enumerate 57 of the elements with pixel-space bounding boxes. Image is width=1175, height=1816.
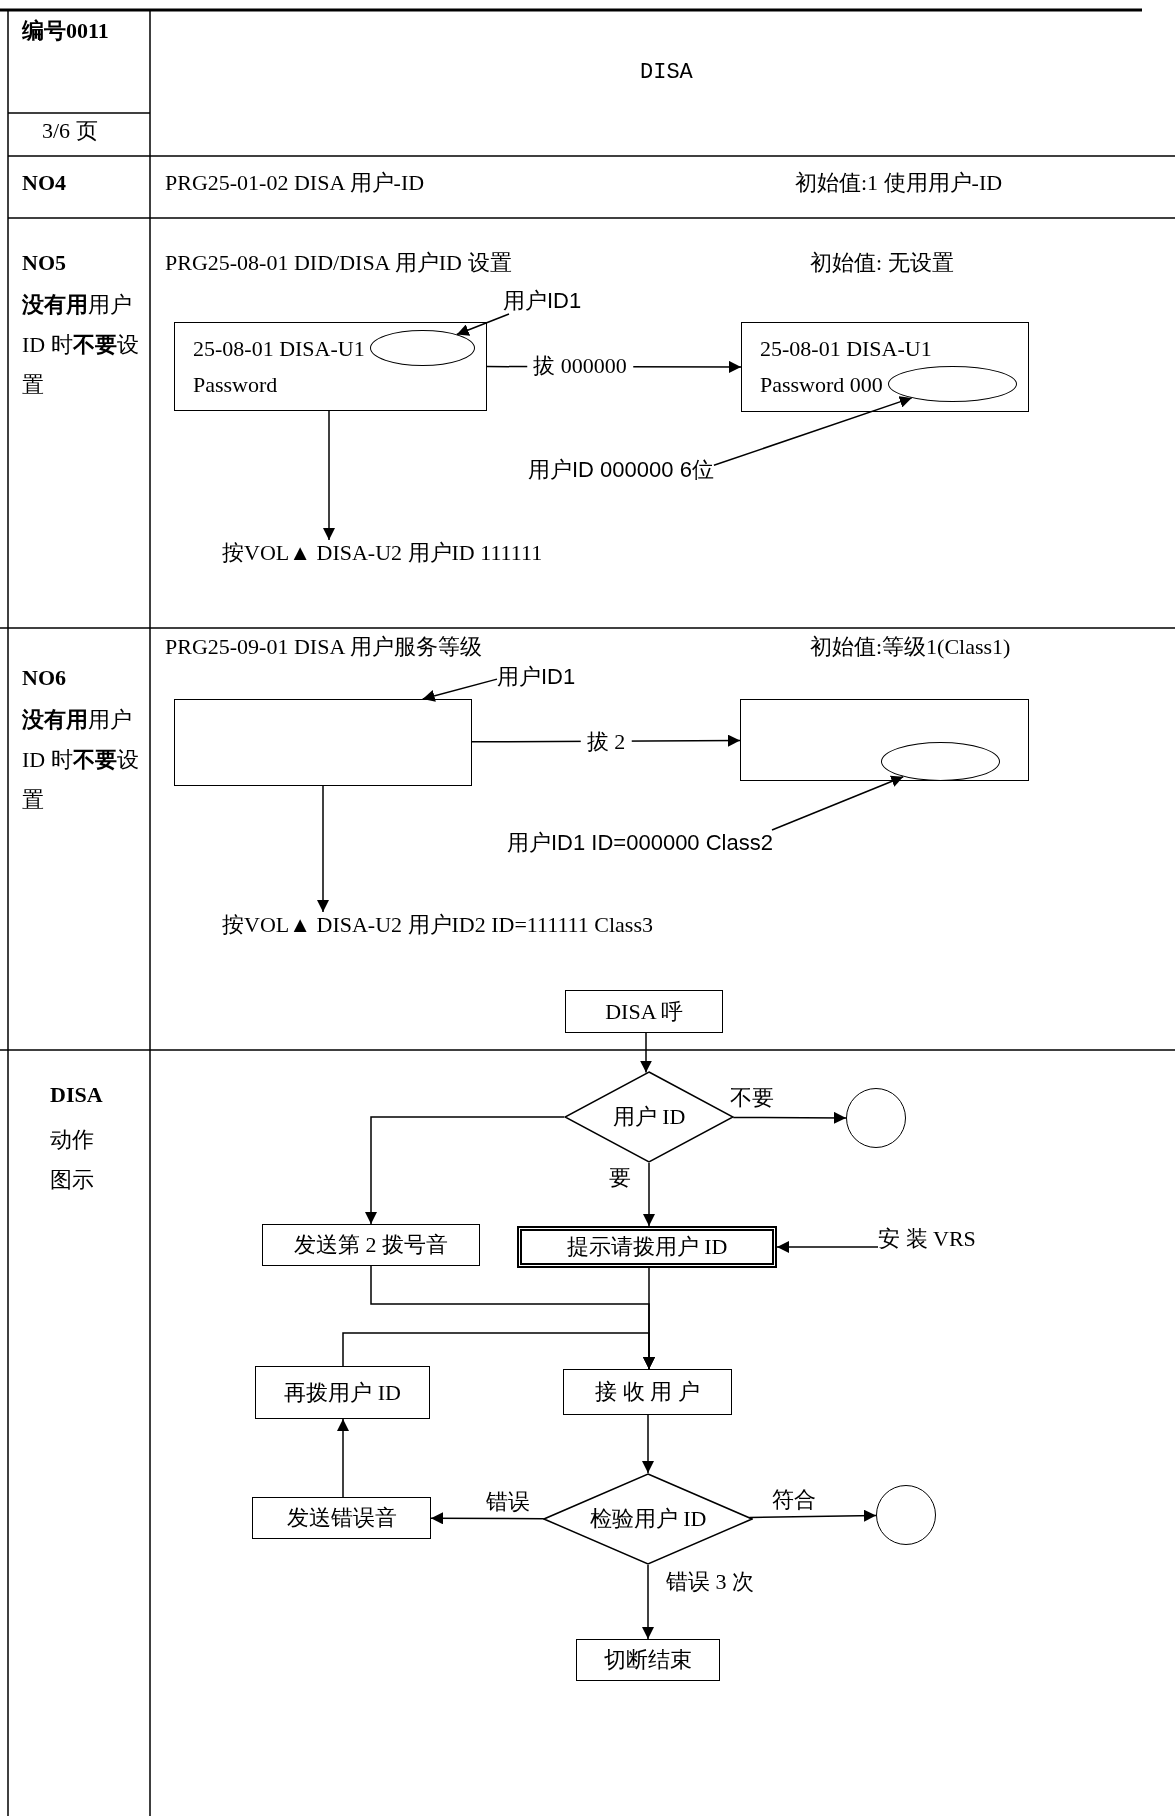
process-box: 接 收 用 户 <box>563 1369 732 1415</box>
setting-text: 初始值:1 使用用户-ID <box>795 170 1003 196</box>
row-heading: NO6 <box>22 665 66 691</box>
display-box <box>174 322 487 411</box>
process-box: DISA 呼 <box>565 990 723 1033</box>
arrow <box>456 313 510 336</box>
process-box: 发送第 2 拨号音 <box>262 1224 480 1266</box>
arrow <box>640 1032 652 1074</box>
arrow <box>430 1512 545 1525</box>
decision-diamond: 检验用户 ID <box>543 1473 753 1565</box>
callout-text: 用户ID 000000 6位 <box>528 457 714 483</box>
edge-label: 拔 000000 <box>527 353 633 379</box>
arrow <box>421 678 498 702</box>
callout-text: 用户ID1 <box>503 288 582 314</box>
page-number: 3/6 页 <box>42 118 98 144</box>
setting-text: PRG25-09-01 DISA 用户服务等级 <box>165 634 482 660</box>
arrow <box>642 1564 654 1640</box>
note-text: 没有用用户 ID 时不要设置 <box>22 291 140 399</box>
display-box <box>741 322 1029 412</box>
display-box <box>740 699 1029 781</box>
display-text: 25-08-01 DISA-U1 <box>193 335 366 363</box>
callout-text: 用户ID1 <box>497 664 576 690</box>
arrow <box>748 1509 877 1522</box>
row-heading: DISA <box>50 1082 103 1108</box>
arrow <box>323 410 335 541</box>
process-box: 发送错误音 <box>252 1497 431 1539</box>
note-text: 安 装 VRS <box>878 1226 976 1252</box>
process-box: 切断结束 <box>576 1639 720 1681</box>
display-text: Password 000 <box>760 371 884 399</box>
edge-label: 拔 2 <box>580 729 632 755</box>
process-box: 提示请拨用户 ID <box>517 1226 777 1268</box>
row-heading: NO5 <box>22 250 66 276</box>
key-text: 按VOL▲ DISA-U2 用户ID 111111 <box>222 540 543 566</box>
note-text: 没有用用户 ID 时不要设置 <box>22 706 140 814</box>
row-heading: NO4 <box>22 170 66 196</box>
process-box: 再拨用户 ID <box>255 1366 430 1419</box>
arrow <box>342 1332 655 1370</box>
setting-text: PRG25-01-02 DISA 用户-ID <box>165 170 425 196</box>
document-number: 编号0011 <box>22 18 109 44</box>
arrow <box>732 1111 847 1124</box>
arrow <box>643 1162 655 1227</box>
arrow <box>337 1418 349 1498</box>
setting-text: 初始值: 无设置 <box>810 250 954 276</box>
note-text: 动作图示 <box>50 1126 95 1194</box>
callout-text: 用户ID1 ID=000000 Class2 <box>507 830 773 856</box>
display-text: 25-08-01 DISA-U1 <box>760 335 933 363</box>
arrow <box>771 775 904 831</box>
title-text: DISA <box>640 60 693 86</box>
arrow <box>317 785 329 913</box>
setting-text: PRG25-08-01 DID/DISA 用户ID 设置 <box>165 250 512 276</box>
arrow <box>365 1116 565 1225</box>
arrow <box>713 396 913 467</box>
arrow <box>776 1241 879 1253</box>
arrow <box>642 1414 654 1474</box>
display-box <box>174 699 472 786</box>
display-text: Password <box>193 371 279 399</box>
key-text: 按VOL▲ DISA-U2 用户ID2 ID=111111 Class3 <box>222 912 653 938</box>
